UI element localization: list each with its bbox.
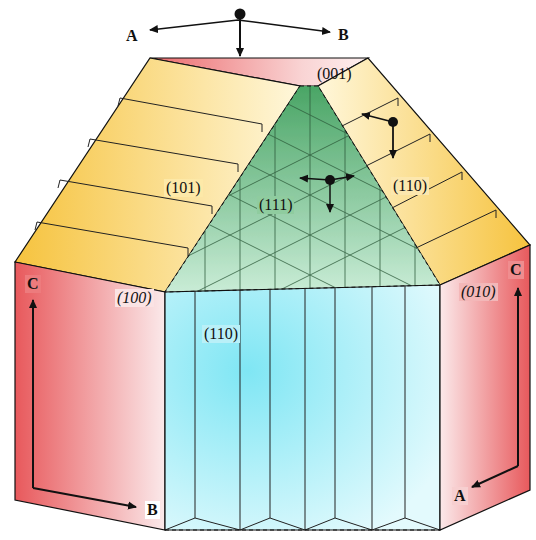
face-index: (001) bbox=[315, 65, 354, 83]
axis-letter: B bbox=[145, 501, 160, 519]
axis-letter: C bbox=[25, 275, 41, 293]
axis-letter: C bbox=[508, 261, 524, 279]
face-index: (010) bbox=[459, 283, 498, 301]
axis-letter: A bbox=[452, 487, 468, 505]
face-index: (110) bbox=[391, 177, 429, 195]
face-index: (111) bbox=[257, 196, 294, 214]
face-index: (101) bbox=[164, 179, 203, 197]
face-index: (100) bbox=[115, 289, 154, 307]
axis-letter: A bbox=[124, 27, 140, 45]
axis-letter: B bbox=[336, 26, 351, 44]
face-index: (110) bbox=[202, 325, 240, 343]
